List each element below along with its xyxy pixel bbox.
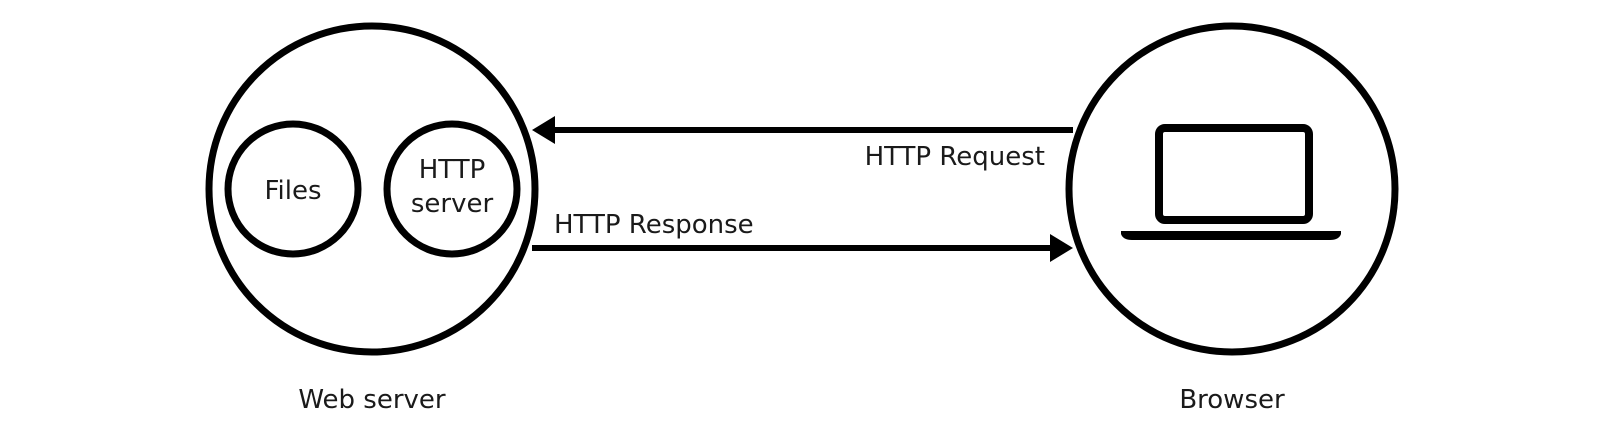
files-label: Files [264, 176, 321, 206]
files-circle [224, 120, 362, 258]
web-server-node: Files HTTP server Web server [205, 22, 539, 415]
http-response-label: HTTP Response [554, 210, 754, 240]
web-server-circle [205, 22, 539, 356]
browser-node: Browser [1065, 22, 1399, 415]
web-server-label: Web server [298, 385, 446, 415]
laptop-icon [1121, 124, 1341, 240]
http-request-arrow: HTTP Request [532, 116, 1073, 172]
http-server-circle [383, 120, 521, 258]
browser-label: Browser [1179, 385, 1285, 415]
browser-circle [1065, 22, 1399, 356]
http-server-label-line2: server [411, 189, 494, 219]
http-request-label: HTTP Request [865, 142, 1045, 172]
files-node: Files [224, 120, 362, 258]
http-server-node: HTTP server [383, 120, 521, 258]
http-server-label-line1: HTTP [419, 155, 486, 185]
http-response-arrow: HTTP Response [532, 210, 1073, 262]
